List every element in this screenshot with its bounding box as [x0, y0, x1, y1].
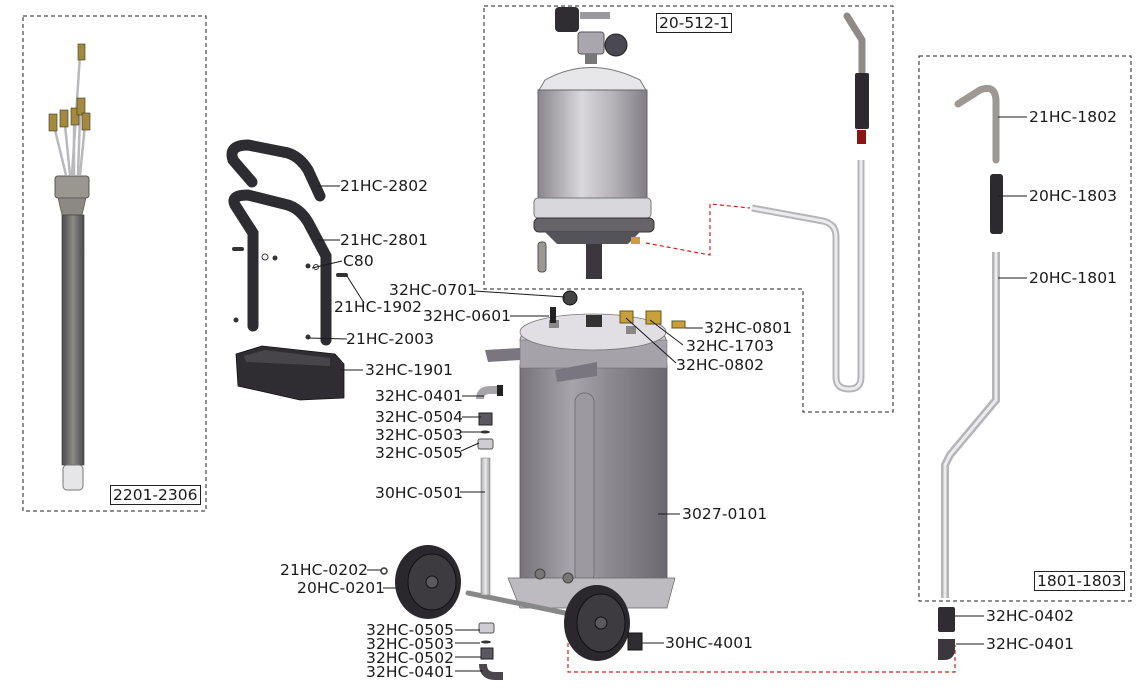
elbow-32HC-0401: [938, 639, 955, 660]
part-label: 32HC-0401: [986, 635, 1075, 653]
part-label: 32HC-0701: [389, 281, 478, 299]
group-label-20-512-1: 20-512-1: [656, 13, 733, 33]
connection-line-hose: [645, 203, 751, 256]
wand-tip: [843, 12, 866, 76]
part-label: 32HC-0401: [366, 663, 455, 681]
valve-32HC-0402: [938, 607, 955, 632]
part-label: 20HC-1801: [1029, 269, 1118, 287]
part-label: 21HC-2802: [340, 177, 429, 195]
canister-20-512-1: [533, 7, 655, 279]
part-label: 32HC-0601: [423, 307, 512, 325]
part-label: 20HC-1803: [1029, 187, 1118, 205]
wheel-right: [564, 585, 630, 661]
part-label: 32HC-1901: [365, 361, 454, 379]
part-label: 32HC-0402: [986, 607, 1075, 625]
part-label: 21HC-1902: [334, 298, 423, 316]
part-label: 32HC-1703: [686, 337, 775, 355]
tube-21HC-1802: [954, 84, 1000, 164]
part-label: 32HC-0504: [375, 408, 464, 426]
grip-20HC-1803: [990, 174, 1003, 234]
part-label: 32HC-0505: [366, 621, 455, 639]
part-label: 32HC-0502: [366, 649, 455, 667]
part-label: 21HC-2003: [346, 330, 435, 348]
top-fittings: [550, 290, 686, 329]
tank-3027-0101: [485, 313, 676, 609]
part-label: 20HC-0201: [297, 579, 386, 597]
group-box-1801-1803: [918, 55, 1132, 602]
washer-21HC-0202: [380, 567, 388, 575]
group-box-2201-2306: [22, 15, 207, 512]
wand-valve: [857, 130, 866, 144]
wheel-left: [395, 545, 461, 619]
group-box-20-512-1: [483, 5, 894, 413]
part-label: 30HC-0501: [375, 484, 464, 502]
leader-lines: [307, 116, 1027, 672]
bolts: [232, 247, 348, 340]
handle-21HC-2802: [226, 139, 326, 202]
base-top: [244, 350, 330, 366]
part-label: 21HC-1802: [1029, 108, 1118, 126]
part-label: 30HC-4001: [665, 634, 754, 652]
part-label: 32HC-0505: [375, 444, 464, 462]
handle-21HC-2801: [228, 189, 332, 346]
wand-grip: [855, 73, 869, 129]
group-label-1801-1803: 1801-1803: [1034, 571, 1125, 591]
part-label: 32HC-0801: [704, 319, 793, 337]
part-label: 21HC-0202: [280, 561, 369, 579]
part-label: 32HC-0802: [676, 356, 765, 374]
part-label: 32HC-0503: [366, 635, 455, 653]
group-label-2201-2306: 2201-2306: [110, 485, 201, 505]
part-label: 3027-0101: [682, 505, 768, 523]
foot-30HC-4001: [627, 632, 643, 651]
probe-assembly: [48, 43, 91, 491]
part-label: C80: [343, 252, 374, 270]
tube-20HC-1801: [941, 252, 1000, 598]
pipe-fittings: [476, 385, 503, 680]
part-label: 32HC-0401: [375, 387, 464, 405]
part-label: 32HC-0503: [375, 426, 464, 444]
part-label: 21HC-2801: [340, 231, 429, 249]
axle: [465, 590, 573, 617]
